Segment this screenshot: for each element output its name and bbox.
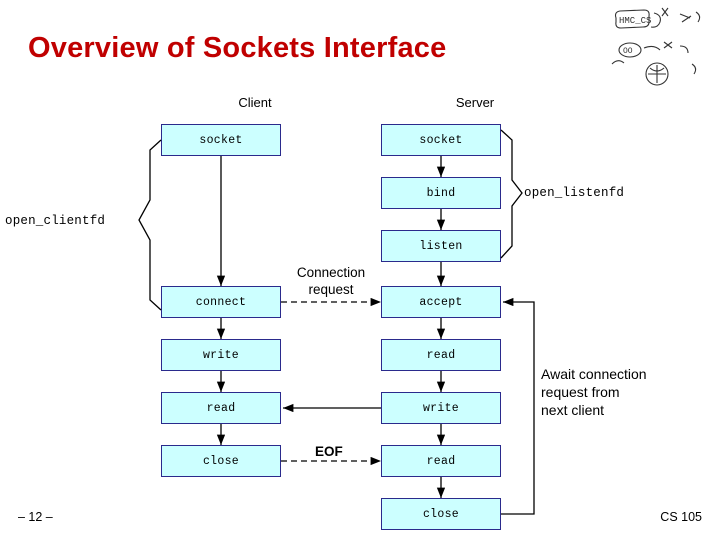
svg-text:HMC_CS: HMC_CS bbox=[619, 16, 651, 26]
server-node-bind[interactable]: bind bbox=[381, 177, 501, 209]
server-node-write[interactable]: write bbox=[381, 392, 501, 424]
label-eof: EOF bbox=[315, 444, 343, 459]
server-node-accept[interactable]: accept bbox=[381, 286, 501, 318]
server-node-socket[interactable]: socket bbox=[381, 124, 501, 156]
client-node-close[interactable]: close bbox=[161, 445, 281, 477]
column-header-client: Client bbox=[238, 95, 272, 110]
label-connection-request-line1: Connection bbox=[296, 265, 366, 280]
client-node-write[interactable]: write bbox=[161, 339, 281, 371]
page-title: Overview of Sockets Interface bbox=[28, 32, 447, 64]
slide-number: – 12 – bbox=[18, 510, 53, 524]
handwritten-doodle-icon: HMC_CS OO bbox=[611, 7, 701, 86]
server-node-listen[interactable]: listen bbox=[381, 230, 501, 262]
label-open-clientfd: open_clientfd bbox=[5, 214, 106, 228]
client-node-socket[interactable]: socket bbox=[161, 124, 281, 156]
course-label: CS 105 bbox=[660, 510, 702, 524]
client-node-read[interactable]: read bbox=[161, 392, 281, 424]
column-header-server: Server bbox=[455, 95, 495, 110]
svg-text:OO: OO bbox=[623, 47, 633, 56]
server-node-read[interactable]: read bbox=[381, 339, 501, 371]
client-node-connect[interactable]: connect bbox=[161, 286, 281, 318]
server-node-close[interactable]: close bbox=[381, 498, 501, 530]
label-open-listenfd: open_listenfd bbox=[524, 186, 625, 200]
server-node-read-2[interactable]: read bbox=[381, 445, 501, 477]
note-await-connection: Await connection request from next clien… bbox=[541, 366, 647, 418]
label-connection-request-line2: request bbox=[308, 282, 354, 297]
